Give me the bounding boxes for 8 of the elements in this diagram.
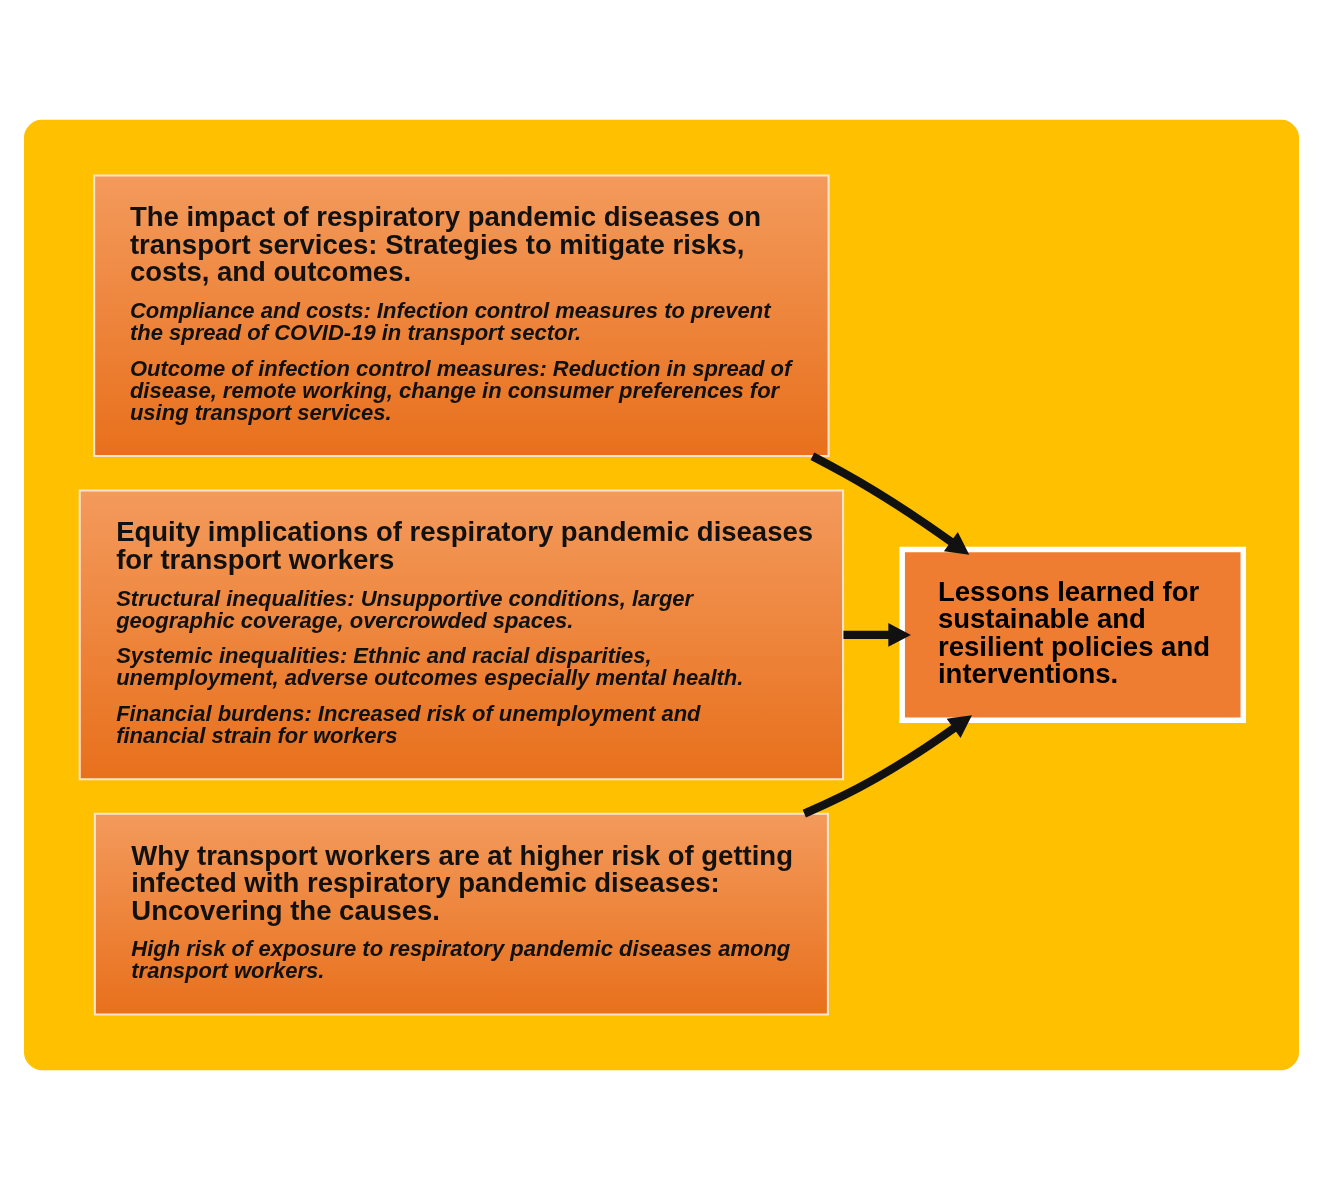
node-box: The impact of respiratory pandemic diseases on transport services: Strategies to mitigate risks, costs, and outcomes. Compliance and costs: Infection control measures to prevent the spread of COVID-19 in transport sector. Outcome of infection control measures: Reduction in spread of disease, remote working, change in consumer preferences for using transport services.	[93, 174, 830, 458]
arrow	[843, 623, 911, 647]
node-box: Lessons learned for sustainable and resilient policies and interventions.	[899, 546, 1246, 723]
cluster	[24, 119, 1299, 1071]
node-box: Why transport workers are at higher risk of getting infected with respiratory pandemic diseases: Uncovering the causes. High risk of exposure to respiratory pandemic diseases among transport workers.	[93, 812, 829, 1016]
arrow	[810, 452, 970, 555]
arrow	[802, 715, 972, 818]
node-box: Equity implications of respiratory pandemic diseases for transport workers Structural inequalities: Unsupportive conditions, larger geographic coverage, overcrowded spaces. Systemic inequalities: Ethnic and racial disparities, unemployment, adverse outcomes especially mental health. Financial burdens: Increased risk of unemployment and financial strain for workers	[78, 489, 845, 781]
